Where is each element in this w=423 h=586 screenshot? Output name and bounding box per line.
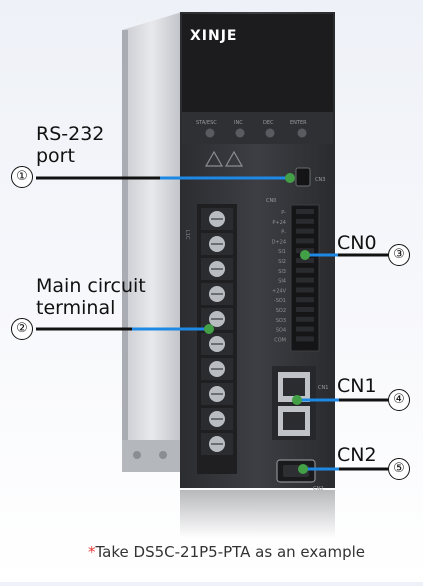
- key-button: [205, 128, 215, 138]
- cn0-pin: [296, 297, 314, 303]
- cn0-pin-label: P-: [281, 210, 286, 216]
- callout-number-3: ③: [388, 244, 410, 266]
- callout-number-5: ⑤: [388, 458, 410, 480]
- display-panel: [182, 14, 333, 112]
- cn0-pin: [296, 316, 314, 322]
- cn0-pin: [296, 238, 314, 244]
- cn0-pin-label: SI2: [278, 259, 286, 265]
- brand-logo: XINJE: [190, 28, 238, 44]
- cn0-pin-label: SO3: [276, 318, 286, 324]
- key-label: STA/ESC: [196, 120, 217, 126]
- floor-reflection: [180, 490, 335, 538]
- footnote: *Take DS5C-21P5-PTA as an example: [88, 543, 365, 561]
- leader-cn1: [292, 395, 388, 405]
- footnote-text: Take DS5C-21P5-PTA as an example: [95, 543, 366, 561]
- callout-label-cn1: CN1: [337, 375, 377, 397]
- cn0-pin: [296, 209, 314, 214]
- cn0-pin: [296, 228, 314, 234]
- cn0-pin-label: +24V: [272, 288, 287, 294]
- cn3-port: [295, 167, 311, 187]
- cn0-pin-label: P+24: [272, 220, 286, 226]
- cn2-small-label: CN2: [313, 486, 323, 492]
- cn0-pin-label: SI1: [278, 249, 286, 255]
- side-panel: [122, 12, 182, 470]
- key-button: [265, 128, 275, 138]
- callout-label-cn0: CN0: [337, 232, 377, 254]
- leader-main-terminal: [36, 324, 214, 334]
- warning-triangle-icon: [204, 150, 224, 167]
- cn0-pin-label: P-: [281, 230, 286, 236]
- keypad-strip: [182, 112, 333, 144]
- key-button: [235, 128, 245, 138]
- cn0-pin-label: COM: [274, 337, 286, 343]
- leader-cn2: [298, 464, 388, 474]
- side-base: [122, 440, 182, 472]
- keypad-keys: STA/ESC INC DEC ENTER: [196, 120, 307, 138]
- callout-label-rs232: RS-232 port: [36, 123, 105, 167]
- cn0-pin-label: D+24: [272, 239, 286, 245]
- footnote-star: *: [88, 543, 96, 561]
- cn0-pin-label: SI4: [278, 279, 286, 285]
- cn0-pin: [296, 326, 314, 332]
- key-label: DEC: [263, 120, 274, 126]
- cn0-pin-label: -SO1: [274, 298, 286, 304]
- callout-number-4: ④: [388, 389, 410, 411]
- cn0-pin: [296, 218, 314, 224]
- terminal-screws: [201, 208, 233, 455]
- side-panel-edge: [122, 30, 128, 470]
- cn0-pin: [296, 258, 314, 263]
- cn0-pin: [296, 307, 314, 312]
- cn1-small-label: CN1: [318, 385, 328, 391]
- cn3-small-label: CN3: [315, 177, 325, 183]
- callout-number-1: ①: [11, 166, 33, 188]
- callout-label-cn2: CN2: [337, 444, 377, 466]
- warning-triangle-icon: [224, 150, 244, 167]
- cn0-pin: [296, 336, 314, 342]
- callout-number-2: ②: [11, 318, 33, 340]
- cn0-pin-label: SO4: [276, 328, 286, 334]
- key-label: INC: [234, 120, 243, 126]
- base-screw: [159, 451, 167, 459]
- cn0-pin-label: SO2: [276, 308, 286, 314]
- leader-rs232: [36, 173, 295, 183]
- key-button: [297, 128, 307, 138]
- cn0-pin: [296, 287, 314, 293]
- cn0-small-label: CN0: [266, 198, 276, 204]
- key-label: ENTER: [290, 120, 307, 126]
- cn0-pin-labels: P-P+24P-D+24SI1SI2SI3SI4+24V-SO1SO2SO3SO…: [272, 210, 287, 343]
- cn0-pin: [296, 277, 314, 283]
- callout-label-main-terminal: Main circuit terminal: [36, 275, 146, 319]
- terminal-side-label: L1C: [184, 230, 190, 240]
- cn0-pin: [296, 267, 314, 273]
- cn0-pin-label: SI3: [278, 269, 286, 275]
- base-screw: [133, 451, 141, 459]
- leader-cn0: [300, 250, 388, 260]
